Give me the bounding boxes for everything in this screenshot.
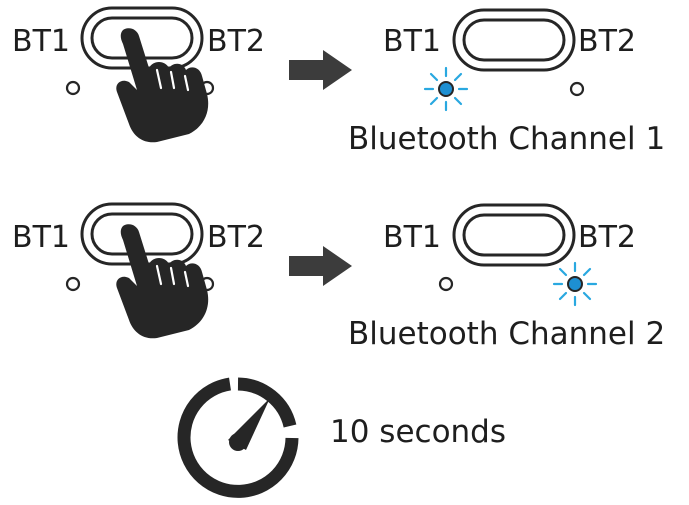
- row1-right-bt2-label: BT2: [578, 24, 636, 59]
- row2-left-bt2-label: BT2: [207, 220, 265, 255]
- row2-right-switch: [452, 203, 576, 267]
- row1-right-bt1-label: BT1: [383, 24, 441, 59]
- row2-led-lit: [552, 261, 598, 307]
- stopwatch-icon: [177, 377, 299, 498]
- row2-right-bt1-label: BT1: [383, 220, 441, 255]
- row1-right-led-bt2: [569, 81, 585, 97]
- pressing-hand-icon: [115, 27, 210, 144]
- row1-right-switch: [452, 8, 576, 72]
- row2-caption: Bluetooth Channel 2: [348, 316, 666, 352]
- row2-right-led-bt1: [438, 276, 454, 292]
- row2-right-bt2-label: BT2: [578, 220, 636, 255]
- row1-caption: Bluetooth Channel 1: [348, 121, 666, 157]
- timer-label: 10 seconds: [330, 414, 507, 450]
- right-arrow-icon: [289, 246, 352, 286]
- pressing-hand-icon: [115, 223, 210, 340]
- row2-left-led-bt1: [65, 276, 81, 292]
- row1-left-bt1-label: BT1: [12, 24, 70, 59]
- right-arrow-icon: [289, 50, 352, 90]
- row1-left-led-bt1: [65, 80, 81, 96]
- row2-left-bt1-label: BT1: [12, 220, 70, 255]
- row1-left-bt2-label: BT2: [207, 24, 265, 59]
- row1-led-lit: [423, 66, 469, 112]
